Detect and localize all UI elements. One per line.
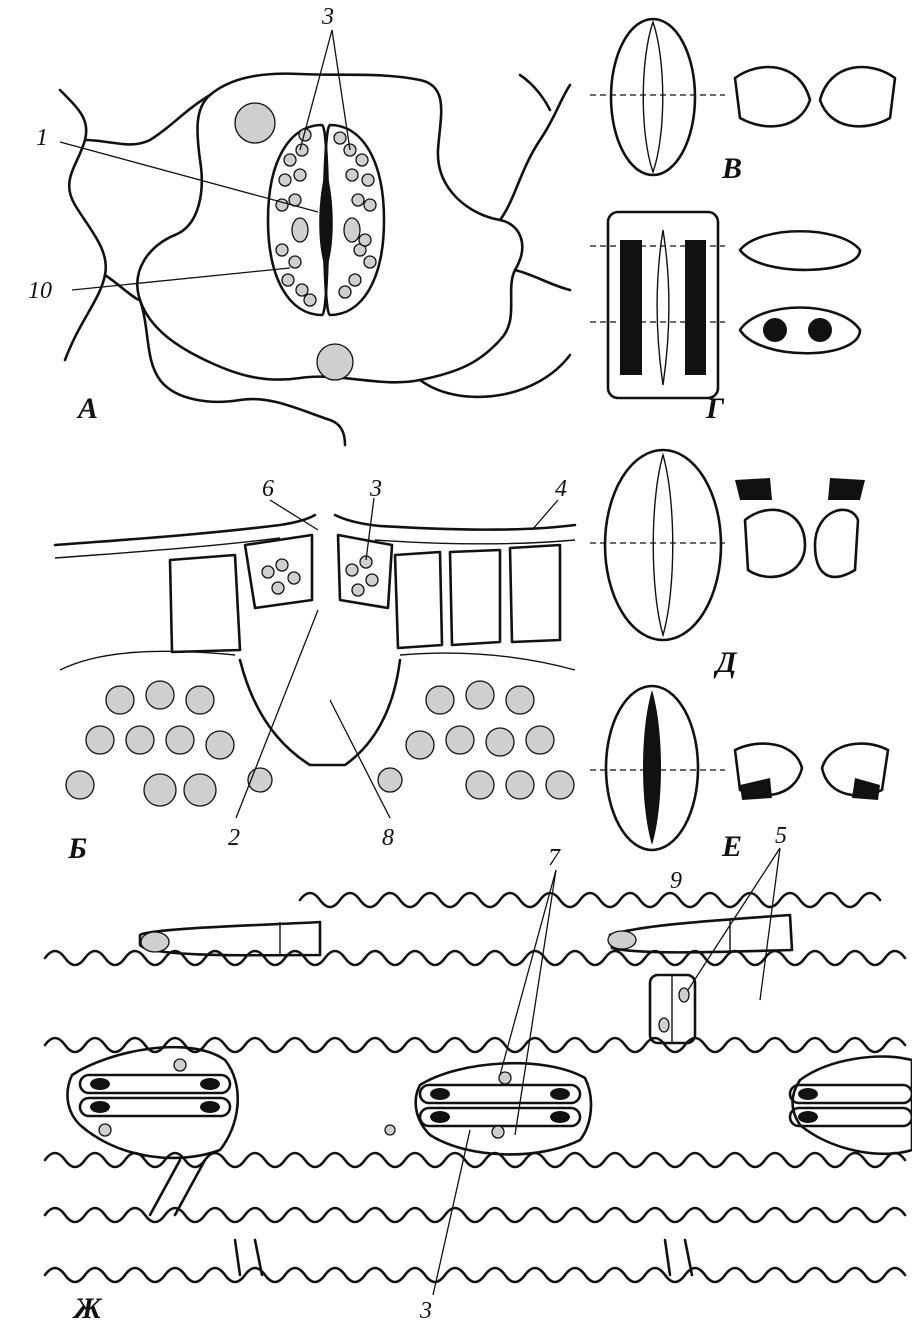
short-cell-nucleus xyxy=(679,988,689,1002)
cross-section xyxy=(745,510,805,577)
guard-cell-nucleus xyxy=(344,218,360,242)
epidermal-cell xyxy=(510,545,560,642)
panel-b-drawing xyxy=(55,498,575,818)
panel-g-drawing xyxy=(590,212,860,398)
epidermal-cell-wall xyxy=(85,95,210,144)
label-3-mid: 3 xyxy=(369,476,382,502)
trichome-tip xyxy=(141,932,169,952)
epidermal-cell-wall xyxy=(140,300,345,445)
wavy-cell-wall xyxy=(45,1038,905,1052)
leader-2 xyxy=(236,610,318,818)
wavy-cell-wall xyxy=(300,893,880,907)
thickened-wall xyxy=(735,478,772,500)
panel-d-drawing xyxy=(590,450,865,640)
thickened-wall xyxy=(808,318,832,342)
epidermal-cell xyxy=(170,555,240,652)
wavy-cell-wall xyxy=(45,1268,905,1282)
cross-section xyxy=(815,510,858,577)
nucleus xyxy=(317,344,353,380)
stomatal-pore xyxy=(653,455,673,635)
label-8: 8 xyxy=(382,825,394,851)
nucleus xyxy=(235,103,275,143)
cell-junction xyxy=(150,1160,205,1215)
leader-8 xyxy=(330,700,390,818)
wavy-cell-wall xyxy=(45,1153,905,1167)
cross-section xyxy=(735,67,810,126)
epidermal-cell-wall xyxy=(500,85,570,220)
thickened-wall xyxy=(620,240,642,375)
chloroplasts xyxy=(262,556,378,596)
stomatal-pore xyxy=(657,230,669,385)
panel-label-a: А xyxy=(76,392,98,425)
label-6: 6 xyxy=(262,476,274,502)
panel-a-drawing xyxy=(60,30,570,445)
leader-7 xyxy=(500,870,556,1075)
short-cell-nucleus xyxy=(659,1018,669,1032)
panel-e-drawing xyxy=(590,686,888,850)
guard-cell-nucleus xyxy=(292,218,308,242)
label-10: 10 xyxy=(28,278,52,304)
substomatal-cavity xyxy=(240,660,400,765)
panel-label-zh: Ж xyxy=(72,1292,103,1325)
guard-cell-pair xyxy=(611,19,695,175)
trichome-tip xyxy=(608,931,636,949)
panel-label-g: Г xyxy=(705,392,725,425)
cuticle xyxy=(55,515,575,545)
epidermal-cell-wall xyxy=(520,75,550,110)
leader-4 xyxy=(532,500,558,530)
stomatal-complex-left xyxy=(67,1047,237,1158)
epidermal-cell xyxy=(395,552,442,648)
label-1: 1 xyxy=(36,125,48,151)
mesophyll-wall xyxy=(60,651,575,670)
thickened-wall xyxy=(740,778,772,800)
cross-section xyxy=(820,67,895,126)
panel-zh-drawing xyxy=(45,848,912,1295)
panel-v-drawing xyxy=(590,19,895,175)
epidermal-cell xyxy=(450,550,500,645)
thickened-wall xyxy=(828,478,865,500)
label-2: 2 xyxy=(228,825,240,851)
mesophyll-cells xyxy=(66,681,574,806)
stomatal-complex-center xyxy=(385,1063,591,1154)
stomatal-pore xyxy=(319,170,333,270)
panel-label-b: Б xyxy=(67,832,87,865)
guard-cell-pair xyxy=(605,450,721,640)
panel-label-d: Д xyxy=(713,646,738,679)
cross-section xyxy=(740,231,860,270)
label-5: 5 xyxy=(775,823,787,849)
thickened-wall xyxy=(685,240,706,375)
guard-cell xyxy=(245,535,312,608)
trichome xyxy=(610,915,792,952)
epidermal-cell-wall xyxy=(105,275,140,300)
stomatal-pore xyxy=(643,690,661,845)
stomatal-pore xyxy=(643,22,663,172)
leader-5 xyxy=(688,848,780,990)
label-3-bottom: 3 xyxy=(419,1298,432,1324)
label-9: 9 xyxy=(670,868,682,894)
cuticle-inner xyxy=(55,538,575,558)
leader-7 xyxy=(515,870,556,1135)
panel-label-v: В xyxy=(721,152,742,185)
thickened-wall xyxy=(852,778,880,800)
label-3-top: 3 xyxy=(321,4,334,30)
stomatal-complex-right xyxy=(790,1057,912,1154)
label-7: 7 xyxy=(548,845,561,871)
cross-section xyxy=(740,308,860,354)
panel-label-e: Е xyxy=(721,830,742,863)
leader-5 xyxy=(760,848,780,1000)
label-4: 4 xyxy=(555,476,567,502)
epidermal-cell-wall xyxy=(515,270,570,290)
leader-3 xyxy=(366,498,374,560)
thickened-wall xyxy=(763,318,787,342)
epidermal-cell-wall xyxy=(60,90,106,360)
